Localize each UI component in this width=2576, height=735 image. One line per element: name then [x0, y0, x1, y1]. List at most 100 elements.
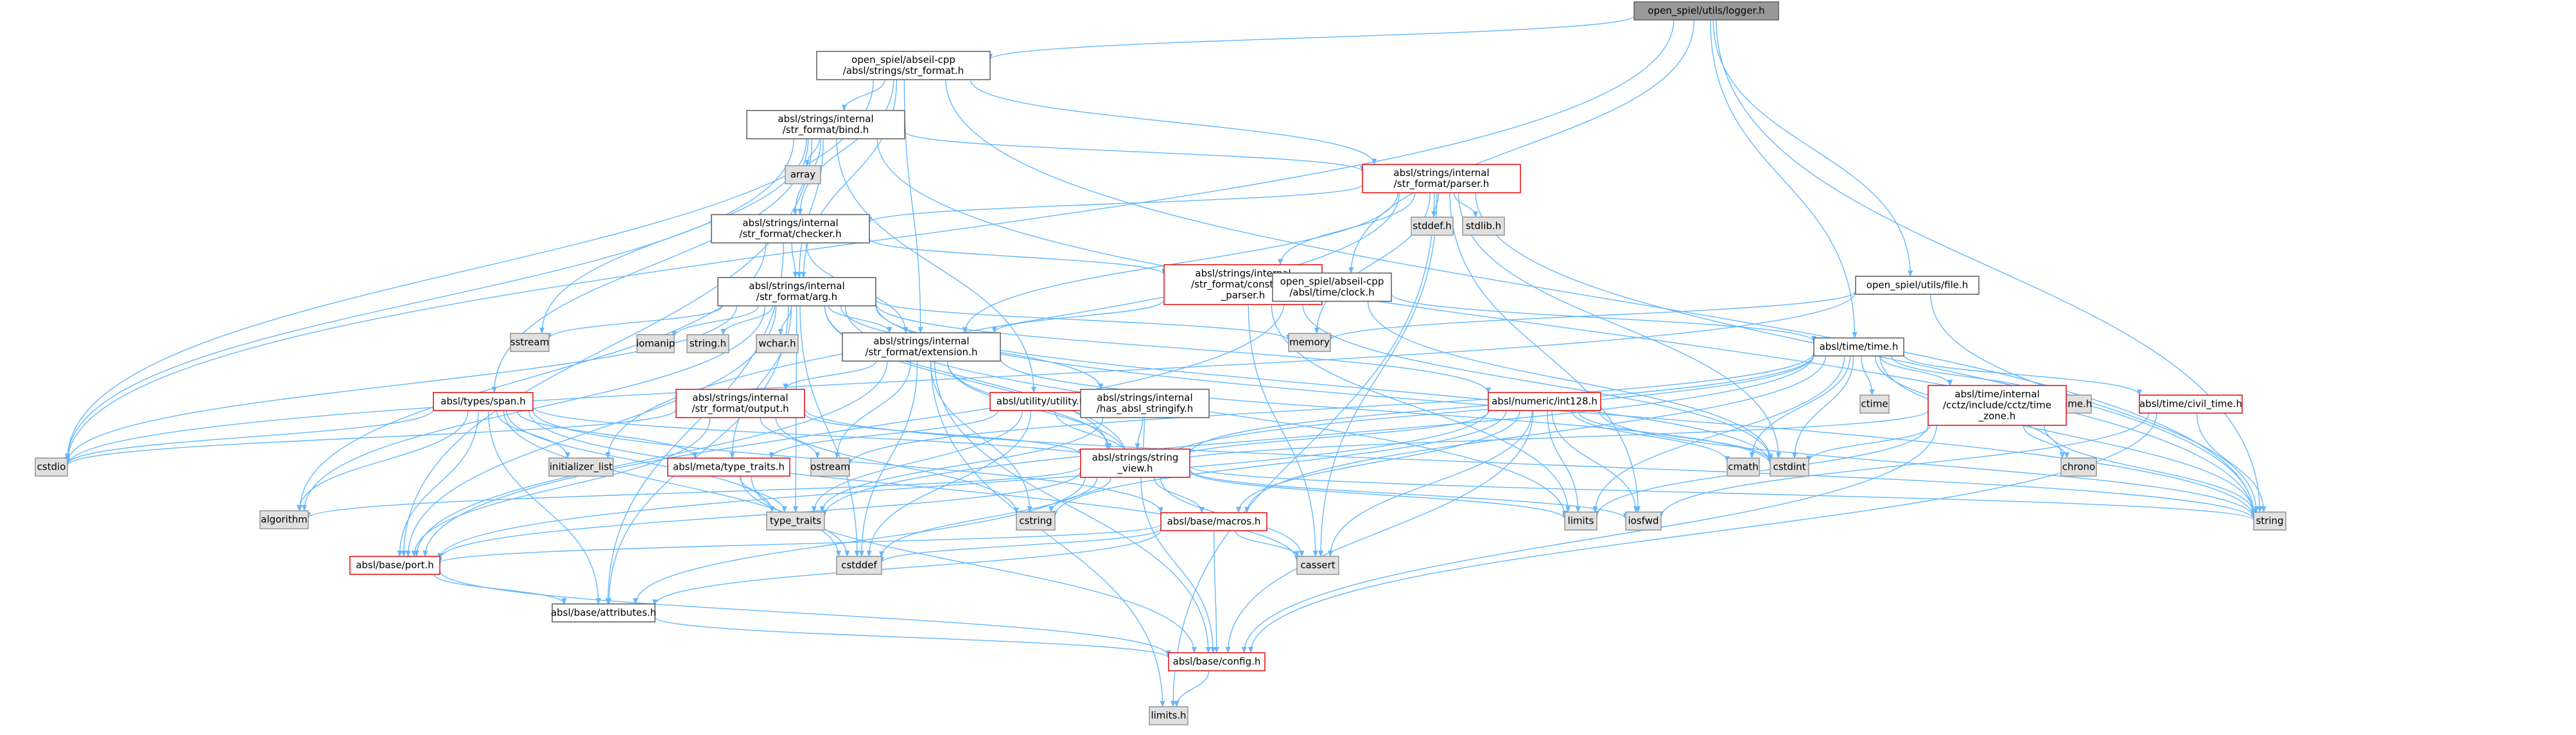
- node-box: [711, 214, 870, 244]
- node-config[interactable]: absl/base/config.h: [1168, 652, 1266, 671]
- edge-string_view-to-macros: [1153, 477, 1205, 513]
- node-str-format[interactable]: open_spiel/abseil-cpp/absl/strings/str_f…: [816, 51, 991, 80]
- node-checker[interactable]: absl/strings/internal/str_format/checker…: [711, 214, 870, 244]
- header-nodes: open_spiel/utils/logger.h open_spiel/abse…: [35, 1, 2286, 725]
- node-logger[interactable]: open_spiel/utils/logger.h: [1633, 1, 1779, 21]
- node-output[interactable]: absl/strings/internal/str_format/output.…: [675, 389, 805, 418]
- node-ostream[interactable]: ostream: [810, 457, 850, 477]
- node-label: /str_format/arg.h: [756, 291, 837, 303]
- node-cstring[interactable]: cstring: [1016, 511, 1056, 531]
- node-box: [259, 510, 309, 529]
- node-cstdio[interactable]: cstdio: [35, 457, 68, 477]
- edge-int128-to-config: [1225, 410, 1534, 653]
- node-box: [1462, 217, 1505, 236]
- node-port[interactable]: absl/base/port.h: [349, 556, 440, 575]
- edge-arg-to-memory: [875, 299, 1291, 341]
- node-box: [2253, 511, 2286, 531]
- edge-parser-to-extension: [962, 192, 1398, 333]
- node-box: [836, 556, 882, 575]
- node-arg[interactable]: absl/strings/internal/str_format/arg.h: [717, 277, 876, 306]
- node-box: [842, 332, 1001, 362]
- node-span[interactable]: absl/types/span.h: [433, 392, 534, 411]
- node-array[interactable]: array: [785, 165, 821, 184]
- node-cstddef[interactable]: cstddef: [836, 556, 882, 575]
- node-string[interactable]: string: [2253, 511, 2286, 531]
- node-box: [1288, 333, 1331, 352]
- edge-parser-to-memory: [1314, 192, 1431, 334]
- edge-parser-to-iosfwd: [1449, 192, 1641, 513]
- node-limits-h[interactable]: limits.h: [1149, 706, 1188, 725]
- edge-string_view-to-iosfwd: [1189, 469, 1628, 520]
- node-box: [667, 457, 790, 477]
- node-box: [1488, 392, 1601, 411]
- edge-extension-to-cstring: [930, 360, 1032, 513]
- node-box: [2139, 394, 2243, 414]
- edge-arg-to-iomanip: [672, 305, 759, 338]
- node-cassert[interactable]: cassert: [1296, 556, 1339, 575]
- edge-arg-to-string_h: [720, 305, 774, 335]
- node-time[interactable]: absl/time/time.h: [1813, 337, 1904, 357]
- node-attributes[interactable]: absl/base/attributes.h: [551, 603, 656, 623]
- node-string-view[interactable]: absl/strings/string_view.h: [1080, 448, 1190, 478]
- node-label: /str_format/parser.h: [1394, 178, 1490, 190]
- node-memory[interactable]: memory: [1288, 333, 1331, 352]
- node-box: [746, 110, 905, 139]
- edge-time-to-string: [1879, 355, 2256, 515]
- edge-int128-to-cstdint: [1578, 410, 1773, 463]
- node-macros[interactable]: absl/base/macros.h: [1160, 512, 1267, 531]
- node-cstdint[interactable]: cstdint: [1770, 457, 1809, 477]
- node-limits[interactable]: limits: [1564, 511, 1597, 531]
- node-file[interactable]: open_spiel/utils/file.h: [1855, 276, 1980, 295]
- node-int128[interactable]: absl/numeric/int128.h: [1488, 392, 1601, 411]
- node-cctz-tz[interactable]: absl/time/internal/cctz/include/cctz/tim…: [1928, 385, 2067, 426]
- node-clock[interactable]: open_spiel/abseil-cpp/absl/time/clock.h: [1272, 272, 1392, 302]
- node-box: [756, 334, 799, 353]
- node-iosfwd[interactable]: iosfwd: [1625, 511, 1662, 531]
- node-label: iosfwd: [1628, 515, 1659, 527]
- node-utility-h[interactable]: absl/utility/utility.h: [989, 392, 1092, 411]
- edge-int128-to-cmath: [1571, 410, 1730, 463]
- node-parser[interactable]: absl/strings/internal/str_format/parser.…: [1362, 164, 1521, 193]
- node-label: initializer_list: [550, 461, 613, 474]
- node-label: cstdio: [37, 461, 66, 473]
- node-type-traits-h[interactable]: absl/meta/type_traits.h: [667, 457, 790, 477]
- node-label: absl/strings/internal: [1195, 268, 1291, 279]
- node-has-stringify[interactable]: absl/strings/internal/has_absl_stringify…: [1080, 389, 1210, 418]
- node-box: [349, 556, 440, 575]
- node-algorithm[interactable]: algorithm: [259, 510, 309, 529]
- node-stddef-h[interactable]: stddef.h: [1411, 217, 1454, 236]
- node-ctime[interactable]: ctime: [1859, 394, 1890, 414]
- node-label: cmath: [1728, 461, 1758, 473]
- node-wchar-h[interactable]: wchar.h: [756, 334, 799, 353]
- node-bind[interactable]: absl/strings/internal/str_format/bind.h: [746, 110, 905, 139]
- node-label: type_traits: [770, 515, 821, 527]
- node-box: [548, 457, 614, 477]
- node-chrono[interactable]: chrono: [2060, 457, 2097, 477]
- node-initializer-list[interactable]: initializer_list: [548, 457, 614, 477]
- node-stdlib-h[interactable]: stdlib.h: [1462, 217, 1505, 236]
- edge-arg-to-wchar_h: [778, 305, 792, 335]
- edge-checker-to-arg: [791, 242, 798, 278]
- node-civil-time[interactable]: absl/time/civil_time.h: [2139, 394, 2243, 414]
- edge-time-to-limits: [1592, 355, 1845, 513]
- node-iomanip[interactable]: iomanip: [636, 334, 675, 353]
- edge-arg-to-attributes: [606, 305, 789, 605]
- edge-string_view-to-port: [437, 470, 1081, 560]
- edge-int128-to-string: [1598, 410, 2256, 519]
- node-label: /absl/strings/str_format.h: [843, 65, 964, 77]
- edge-output-to-port: [411, 417, 711, 557]
- node-sstream[interactable]: sstream: [510, 333, 550, 352]
- node-label: absl/base/macros.h: [1167, 516, 1261, 527]
- node-string-h[interactable]: string.h: [686, 334, 729, 353]
- node-label: open_spiel/utils/file.h: [1867, 279, 1969, 292]
- node-cmath[interactable]: cmath: [1727, 457, 1760, 477]
- node-box: [1770, 457, 1809, 477]
- node-extension[interactable]: absl/strings/internal/str_format/extensi…: [842, 332, 1001, 362]
- edge-time-to-civil_time: [1903, 354, 2142, 396]
- node-label: sstream: [510, 337, 549, 348]
- node-box: [1168, 652, 1266, 671]
- edge-time-to-cstdint: [1792, 355, 1854, 459]
- node-type-traits[interactable]: type_traits: [766, 511, 825, 531]
- node-box: [1296, 556, 1339, 575]
- edge-file-to-memory: [1328, 290, 1856, 341]
